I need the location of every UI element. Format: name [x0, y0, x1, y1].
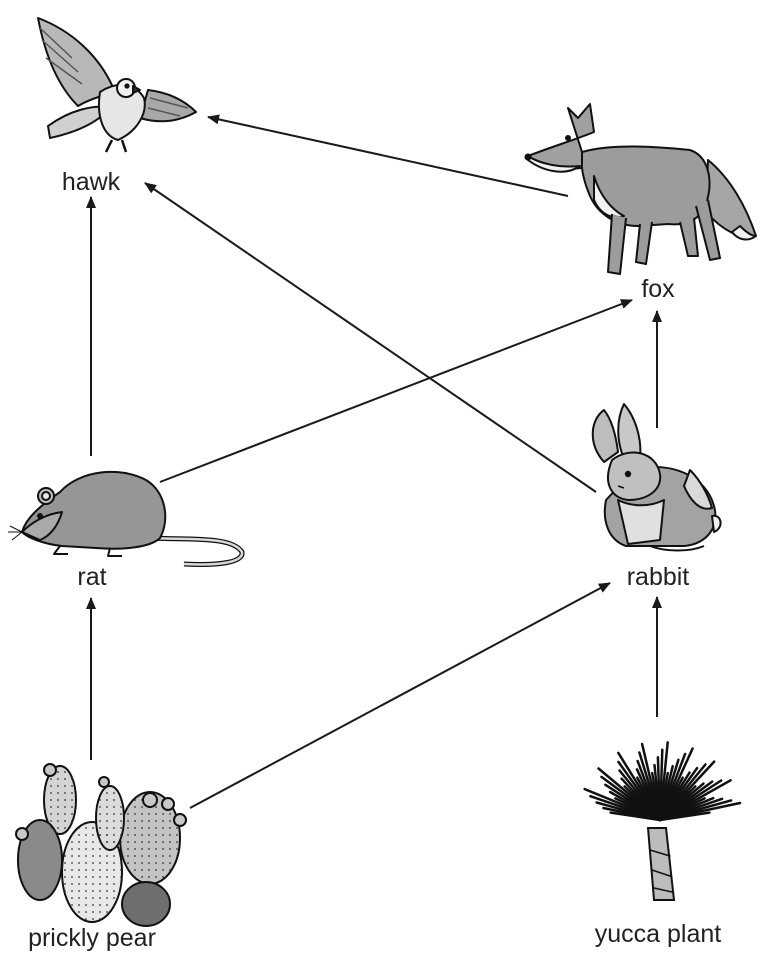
yucca-icon [585, 742, 740, 900]
label-fox: fox [641, 275, 675, 303]
label-rabbit: rabbit [627, 563, 690, 591]
energy-flow-arrows [91, 117, 657, 808]
cactus-icon [16, 764, 186, 926]
rat-icon [8, 472, 242, 565]
hawk-icon [38, 18, 196, 152]
arrow-fox-to-hawk [208, 117, 568, 196]
arrow-rat-to-fox [160, 300, 632, 482]
label-hawk: hawk [62, 168, 121, 196]
label-yucca-plant: yucca plant [595, 920, 722, 948]
arrow-rabbit-to-hawk [145, 183, 596, 492]
label-rat: rat [77, 563, 106, 591]
fox-icon [526, 104, 757, 274]
arrow-pricklypear-to-rabbit [190, 583, 610, 808]
label-prickly-pear: prickly pear [28, 924, 156, 952]
